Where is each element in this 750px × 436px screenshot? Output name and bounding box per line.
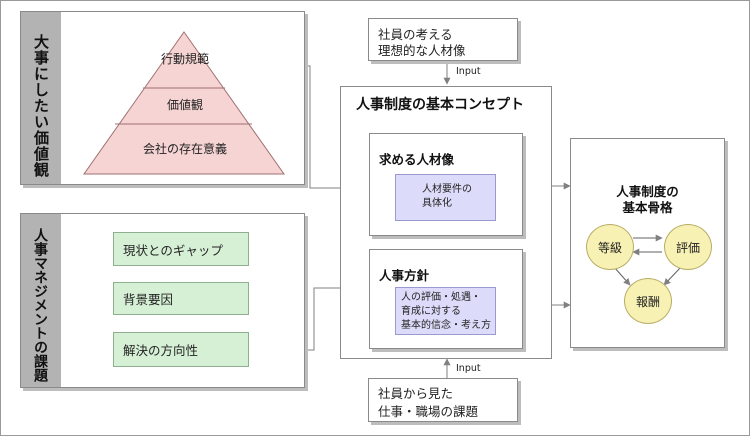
bottom-input-box <box>368 378 518 422</box>
top-input-line-1: 社員の考える <box>378 27 453 42</box>
node-evaluation: 評価 <box>664 224 712 270</box>
top-input-arrow-label: Input <box>456 66 481 77</box>
bottom-input-line-1: 社員から見た <box>378 386 454 401</box>
pyramid-top-label: 行動規範 <box>160 52 209 66</box>
grade-to-reward-arrow <box>613 266 631 286</box>
policy-detail-line-1: 人の評価・処遇・ <box>401 292 481 303</box>
node-reward: 報酬 <box>624 278 672 324</box>
issue-step-gap: 現状とのギャップ <box>113 232 249 266</box>
talent-detail-line-2: 具体化 <box>422 198 452 209</box>
issues-sidebar <box>21 214 61 387</box>
top-input-line-2: 理想的な人材像 <box>378 43 466 58</box>
issues-label: 人事マネジメントの課題 <box>32 228 48 382</box>
policy-detail-line-3: 基本的信念・考え方 <box>401 320 491 331</box>
pyramid-middle-label: 価値観 <box>166 98 203 112</box>
policy-detail: 人の評価・処遇・ 育成に対する 基本的信念・考え方 <box>395 287 496 335</box>
values-sidebar <box>21 12 61 184</box>
talent-detail: 人材要件の 具体化 <box>395 174 496 221</box>
bottom-input-arrow-label: Input <box>456 363 481 374</box>
evaluation-to-reward-arrow <box>663 266 682 286</box>
node-grade: 等級 <box>586 224 634 270</box>
policy-title: 人事方針 <box>379 268 430 283</box>
framework-cycle-arrows <box>613 234 682 286</box>
top-input-box <box>368 18 518 61</box>
talent-detail-line-1: 人材要件の <box>422 184 472 195</box>
values-pyramid <box>83 31 285 175</box>
talent-title: 求める人材像 <box>379 152 455 167</box>
concept-title: 人事制度の基本コンセプト <box>356 97 524 113</box>
framework-title-line-1: 人事制度の <box>616 184 679 199</box>
pyramid-bottom-label: 会社の存在意義 <box>142 142 227 156</box>
values-label: 大事にしたい価値観 <box>32 34 50 178</box>
issue-step-background: 背景要因 <box>113 282 249 315</box>
pyramid-shape <box>83 31 285 175</box>
policy-detail-line-2: 育成に対する <box>401 306 461 317</box>
framework-title-line-2: 基本骨格 <box>622 200 673 215</box>
issue-step-direction: 解決の方向性 <box>113 332 249 367</box>
bottom-input-line-2: 仕事・職場の課題 <box>378 404 479 419</box>
